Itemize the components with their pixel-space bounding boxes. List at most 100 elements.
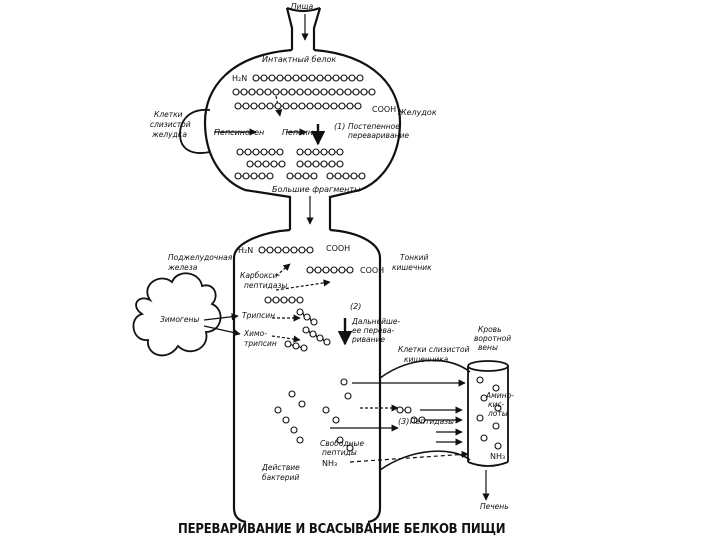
amino-acid-bead xyxy=(396,406,404,414)
amino-acid-bead xyxy=(290,426,298,434)
labels: Пища Интактный белок Желудок Клетки слиз… xyxy=(150,2,514,537)
gradual-cleavage-label-1: Постепенное xyxy=(348,122,400,131)
peptidases-label: Пептидазы xyxy=(410,417,454,426)
amino-acid-bead xyxy=(232,88,240,96)
peptide-chain xyxy=(326,172,366,180)
amino-acid-bead xyxy=(336,88,344,96)
portal-blood-label-3: вены xyxy=(478,343,498,352)
free-amino-acid xyxy=(282,416,290,424)
amino-acid-bead xyxy=(252,148,260,156)
free-amino-acid xyxy=(336,436,344,444)
amino-acid-bead xyxy=(258,246,266,254)
amino-acid-bead xyxy=(296,296,304,304)
amino-acid-bead xyxy=(272,296,280,304)
amino-acid-bead xyxy=(290,102,298,110)
amino-acid-bead xyxy=(320,88,328,96)
amino-acid-bead xyxy=(314,266,322,274)
cooh-intestine-1: COOH xyxy=(326,244,350,253)
colon-bacteria-label-2: бактерий xyxy=(262,473,299,482)
amino-acid-bead xyxy=(310,318,318,326)
cooh-intestine-2: COOH xyxy=(360,266,384,275)
amino-acid-bead xyxy=(300,74,308,82)
amino-acid-bead xyxy=(346,102,354,110)
amino-acid-bead xyxy=(322,102,330,110)
amino-acid-bead xyxy=(258,172,266,180)
food-label: Пища xyxy=(291,2,314,11)
nh3-intestine: NH₃ xyxy=(322,459,337,468)
amino-acid-bead xyxy=(492,422,500,430)
amino-acid-bead xyxy=(316,74,324,82)
amino-acid-bead xyxy=(330,102,338,110)
intact-protein-label: Интактный белок xyxy=(262,55,336,64)
further-digestion-label-3: ривание xyxy=(351,335,385,344)
free-amino-acid xyxy=(322,406,330,414)
amino-acid-bead xyxy=(350,172,358,180)
amino-acid-bead xyxy=(324,74,332,82)
amino-acid-bead xyxy=(252,74,260,82)
amino-acid-bead xyxy=(268,74,276,82)
amino-acid-bead xyxy=(260,148,268,156)
amino-acid-bead xyxy=(302,326,310,334)
carboxypeptidases-label-1: Карбокси- xyxy=(240,271,280,280)
amino-acid-bead xyxy=(282,416,290,424)
amino-acid-bead xyxy=(254,160,262,168)
amino-acid-bead xyxy=(348,74,356,82)
gastric-cell-pouch xyxy=(179,109,211,154)
free-amino-acid xyxy=(494,404,502,412)
free-amino-acid xyxy=(296,436,304,444)
amino-acid-bead xyxy=(296,148,304,156)
amino-acid-bead xyxy=(282,246,290,254)
mucosa-cells-label-2: кишечника xyxy=(404,355,449,364)
peptide-chain xyxy=(284,340,308,352)
amino-acid-bead xyxy=(244,148,252,156)
intact-protein-chain xyxy=(252,74,364,82)
free-amino-acid xyxy=(274,406,282,414)
amino-acid-bead xyxy=(334,172,342,180)
amino-acid-bead xyxy=(340,74,348,82)
peptide-chain xyxy=(396,406,412,414)
pepsin-label: Пепсин xyxy=(282,128,313,137)
amino-acid-bead xyxy=(336,148,344,156)
amino-acid-bead xyxy=(286,172,294,180)
amino-acid-bead xyxy=(354,102,362,110)
amino-acid-bead xyxy=(292,74,300,82)
amino-acid-bead xyxy=(309,330,317,338)
amino-acid-bead xyxy=(276,148,284,156)
peptide-chain xyxy=(306,266,354,274)
peptide-chain xyxy=(264,296,304,304)
amino-acid-bead xyxy=(336,160,344,168)
amino-acid-bead xyxy=(338,102,346,110)
free-amino-acid xyxy=(476,376,484,384)
free-amino-acid xyxy=(492,422,500,430)
amino-acids-label-1: Амино- xyxy=(485,391,514,400)
amino-acid-bead xyxy=(268,148,276,156)
amino-acid-bead xyxy=(274,102,282,110)
gradual-cleavage-label-2: переваривание xyxy=(348,131,409,140)
cooh-stomach: COOH xyxy=(372,105,396,114)
amino-acid-bead xyxy=(266,172,274,180)
pepsinogen-label: Пепсиноген xyxy=(214,128,264,137)
liver-label: Печень xyxy=(480,502,509,511)
peptide-chain xyxy=(236,148,284,156)
amino-acid-bead xyxy=(418,416,426,424)
amino-acid-bead xyxy=(304,88,312,96)
amino-acid-bead xyxy=(322,406,330,414)
amino-acid-bead xyxy=(274,246,282,254)
free-amino-acid xyxy=(332,416,340,424)
amino-acid-bead xyxy=(312,160,320,168)
chymotrypsin-label-1: Химо- xyxy=(243,329,267,338)
peptide-chain xyxy=(258,246,314,254)
portal-vein xyxy=(467,360,509,467)
amino-acid-bead xyxy=(240,88,248,96)
amino-acid-bead xyxy=(296,308,304,316)
marker-3: (3) xyxy=(398,417,409,426)
amino-acid-bead xyxy=(290,246,298,254)
chymotrypsin-label-2: трипсин xyxy=(244,339,277,348)
h2n-stomach: H₂N xyxy=(232,74,247,83)
free-amino-acid xyxy=(476,414,484,422)
colon-bacteria-label-1: Действие xyxy=(261,463,300,472)
free-peptides-label-1: Свободные xyxy=(320,439,364,448)
amino-acid-bead xyxy=(296,436,304,444)
amino-acid-bead xyxy=(332,74,340,82)
